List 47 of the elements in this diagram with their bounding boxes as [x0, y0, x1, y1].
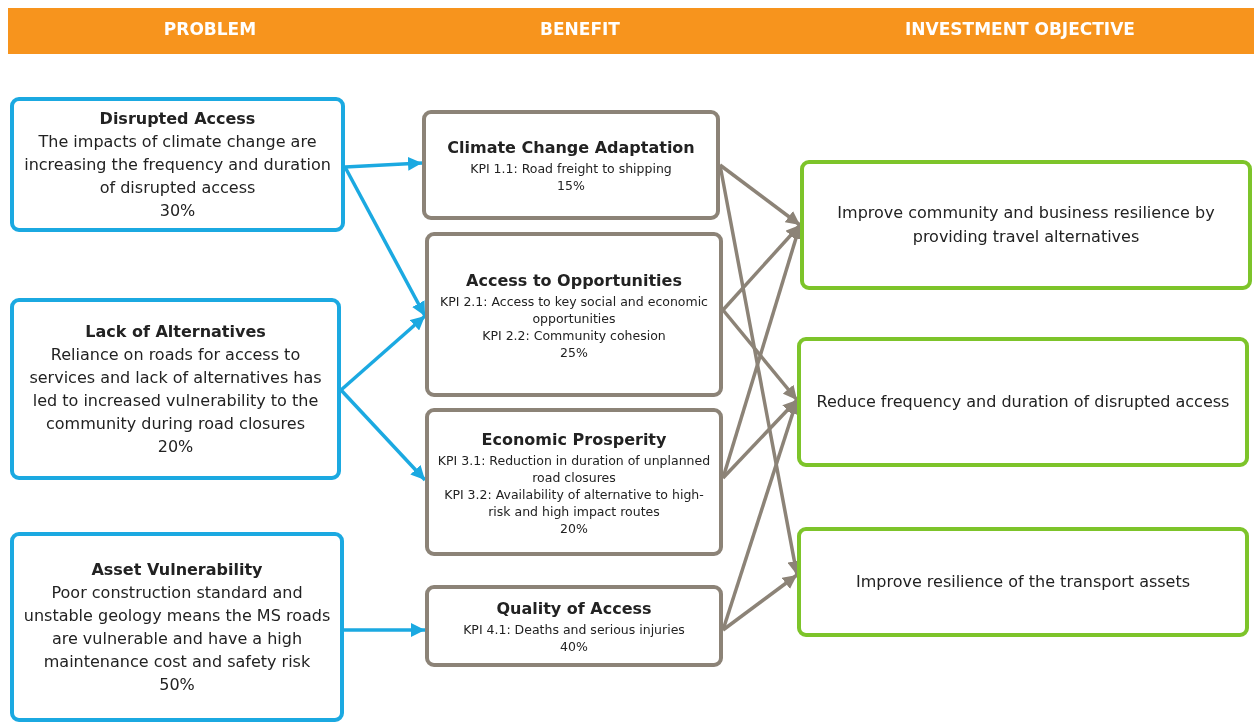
benefit-box	[425, 232, 723, 397]
kpi-text: KPI 3.2: Availability of alternative to high-risk and high impact routes	[443, 485, 705, 520]
problem-box	[10, 97, 345, 232]
arrow	[343, 166, 427, 317]
arrow	[344, 156, 423, 171]
percentage: 15%	[557, 177, 585, 194]
arrow	[718, 163, 802, 227]
box-title: Quality of Access	[496, 598, 652, 620]
benefit-box	[422, 110, 720, 220]
arrow	[721, 573, 799, 632]
column-heading: BENEFIT	[539, 19, 621, 39]
objective-box	[800, 160, 1252, 290]
percentage: 40%	[560, 638, 588, 655]
arrow	[721, 308, 799, 402]
column-heading: PROBLEM	[162, 19, 258, 39]
arrow	[344, 623, 425, 637]
description-text: The impacts of climate change are increasing the frequency and duration of disrupted access	[23, 131, 332, 199]
objective-box	[797, 337, 1249, 467]
description-text: Reliance on roads for access to services and lack of alternatives has led to increased vulnerability to the community during road closures	[28, 344, 323, 435]
kpi-text: KPI 2.1: Access to key social and economic opportunities	[439, 292, 709, 327]
kpi-text: KPI 3.1: Reduction in duration of unplanned road closures	[436, 451, 712, 486]
arrow	[339, 388, 427, 482]
kpi-text: KPI 1.1: Road freight to shipping	[470, 160, 672, 177]
percentage: 20%	[560, 519, 588, 537]
percentage: 30%	[159, 200, 196, 222]
problem-box	[10, 298, 341, 480]
box-title: Economic Prosperity	[481, 428, 667, 451]
percentage: 20%	[157, 436, 194, 458]
description-text: Improve resilience of the transport assets	[855, 571, 1191, 593]
box-title: Access to Opportunities	[466, 269, 682, 292]
benefit-box	[425, 408, 723, 556]
arrow	[339, 314, 427, 392]
kpi-text: KPI 2.2: Community cohesion	[482, 326, 666, 344]
box-title: Climate Change Adaptation	[447, 137, 695, 159]
problem-box	[10, 532, 344, 722]
description-text: Improve community and business resilience by providing travel alternatives	[836, 202, 1216, 248]
box-title: Asset Vulnerability	[91, 559, 263, 581]
percentage: 25%	[560, 343, 588, 361]
box-title: Lack of Alternatives	[85, 321, 266, 343]
description-text: Reduce frequency and duration of disrupted access	[816, 391, 1230, 413]
column-heading: INVESTMENT OBJECTIVE	[904, 19, 1136, 39]
percentage: 50%	[159, 674, 195, 696]
description-text: Poor construction standard and unstable geology means the MS roads are vulnerable and have a high maintenance cost and safety risk	[22, 582, 332, 673]
objective-box	[797, 527, 1249, 637]
box-title: Disrupted Access	[99, 108, 256, 130]
benefit-box	[425, 585, 723, 667]
kpi-text: KPI 4.1: Deaths and serious injuries	[463, 621, 685, 638]
